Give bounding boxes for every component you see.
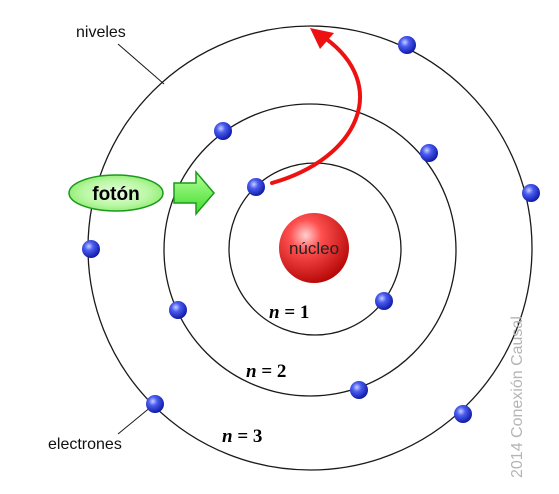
excitation-arrowhead <box>310 28 334 49</box>
electron <box>420 144 438 162</box>
photon-arrow-icon <box>173 169 215 217</box>
electrones-leader-line <box>117 405 153 435</box>
electron <box>350 381 368 399</box>
electron <box>454 405 472 423</box>
electron <box>169 301 187 319</box>
electrones-label: electrones <box>48 436 122 453</box>
nucleus-label: núcleo <box>289 239 339 258</box>
photon-bubble <box>68 174 164 212</box>
niveles-label: niveles <box>76 24 126 41</box>
orbit-label-n3: n = 3 <box>222 426 262 447</box>
photon-label: fotón <box>92 184 139 205</box>
electron <box>522 184 540 202</box>
electron <box>146 395 164 413</box>
electron <box>375 292 393 310</box>
electron <box>398 36 416 54</box>
electron <box>214 122 232 140</box>
nucleus <box>279 213 349 283</box>
orbit-n2 <box>163 103 457 397</box>
orbit-label-n2: n = 2 <box>246 361 286 382</box>
excitation-arrow <box>270 36 362 185</box>
electron <box>82 240 100 258</box>
orbit-label-n1: n = 1 <box>269 302 309 323</box>
electron <box>247 178 265 196</box>
niveles-leader-line <box>117 43 165 85</box>
copyright-watermark: 2014 Conexión Causal <box>509 316 526 478</box>
